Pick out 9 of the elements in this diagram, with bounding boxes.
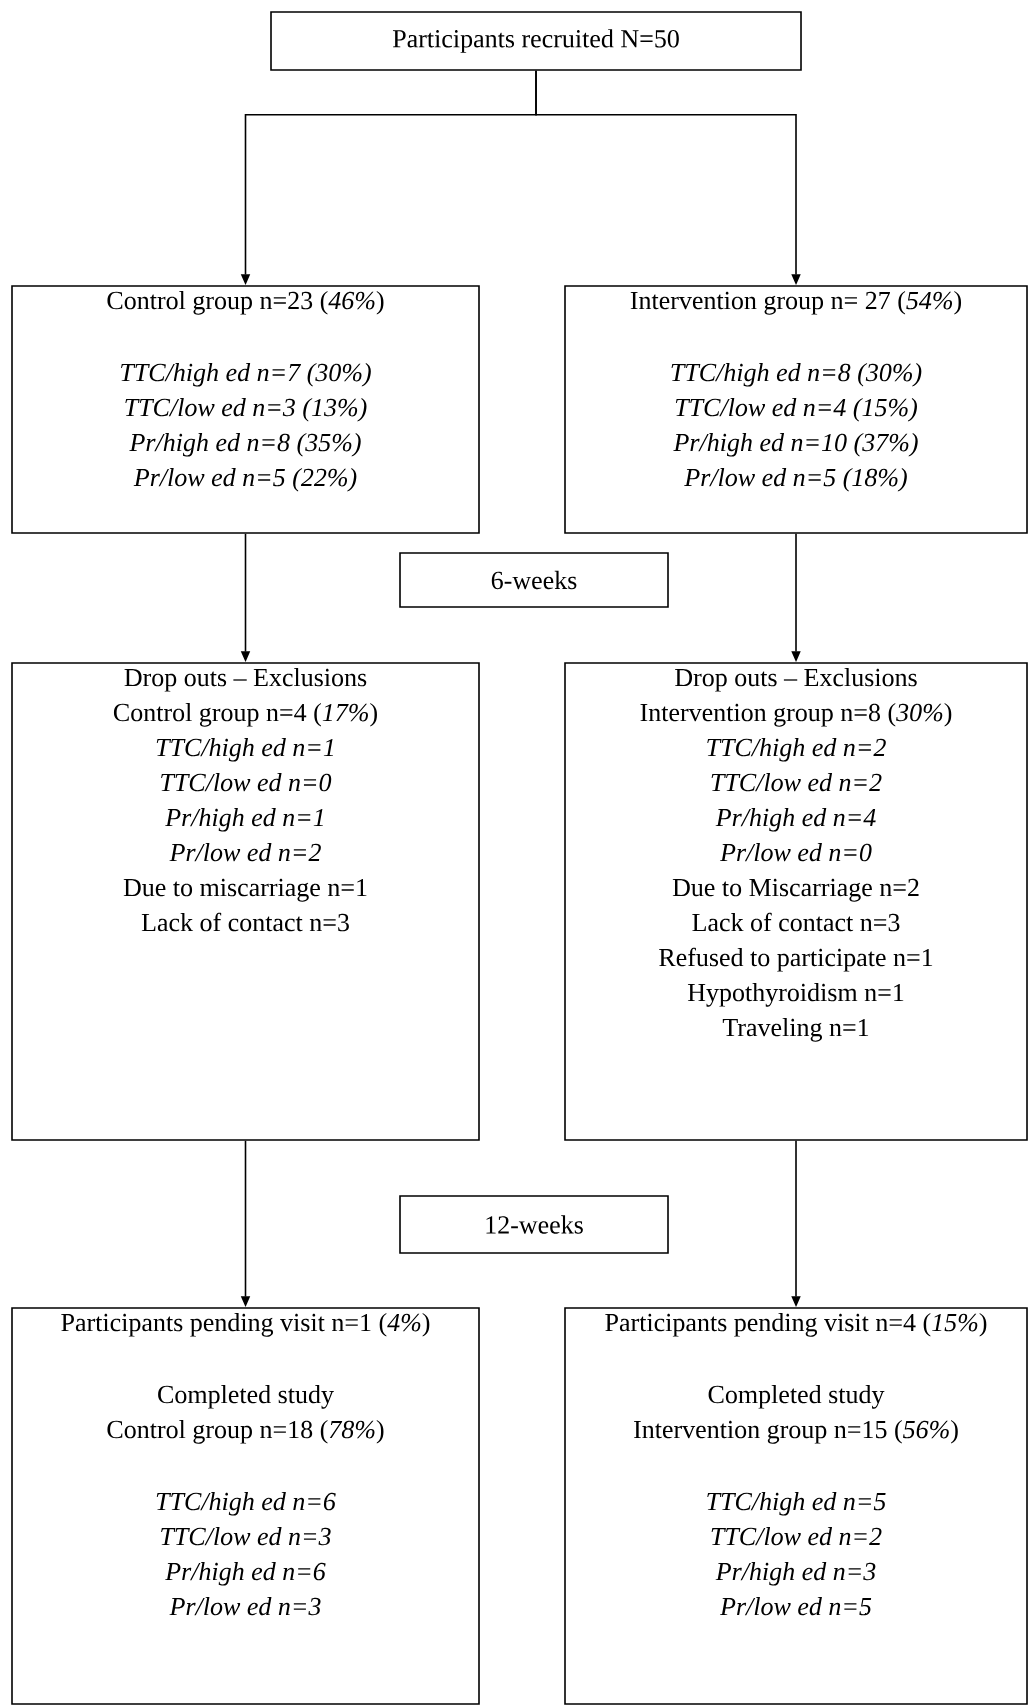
title-box: Participants recruited N=50 (270, 11, 802, 71)
completion-box: Participants pending visit n=1 (4%) Completed study Control group n=18 (78%) TTC/high ed n=6 TTC/low ed n=3 Pr/high ed n=6 Pr/low ed n=3 (11, 1307, 480, 1705)
dropout-box: Drop outs – Exclusions Intervention group n=8 (30%) TTC/high ed n=2 TTC/low ed n=2 Pr/high ed n=4 Pr/low ed n=0 Due to Miscarriage n=2 Lack of contact n=3 Refused to participate n=1 Hypothyroidism n=1 Traveling n=1 (564, 662, 1028, 1141)
group-box: Intervention group n= 27 (54%) TTC/high ed n=8 (30%) TTC/low ed n=4 (15%) Pr/high ed n=10 (37%) Pr/low ed n=5 (18%) (564, 285, 1028, 534)
timepoint-box: 12-weeks (399, 1195, 669, 1254)
completion-box: Participants pending visit n=4 (15%) Completed study Intervention group n=15 (56%) TTC/high ed n=5 TTC/low ed n=2 Pr/high ed n=3 Pr/low ed n=5 (564, 1307, 1028, 1705)
group-box: Control group n=23 (46%) TTC/high ed n=7 (30%) TTC/low ed n=3 (13%) Pr/high ed n=8 (35%) Pr/low ed n=5 (22%) (11, 285, 480, 534)
timepoint-box: 6-weeks (399, 552, 669, 608)
dropout-box: Drop outs – Exclusions Control group n=4 (17%) TTC/high ed n=1 TTC/low ed n=0 Pr/high ed n=1 Pr/low ed n=2 Due to miscarriage n=1 Lack of contact n=3 (11, 662, 480, 1141)
